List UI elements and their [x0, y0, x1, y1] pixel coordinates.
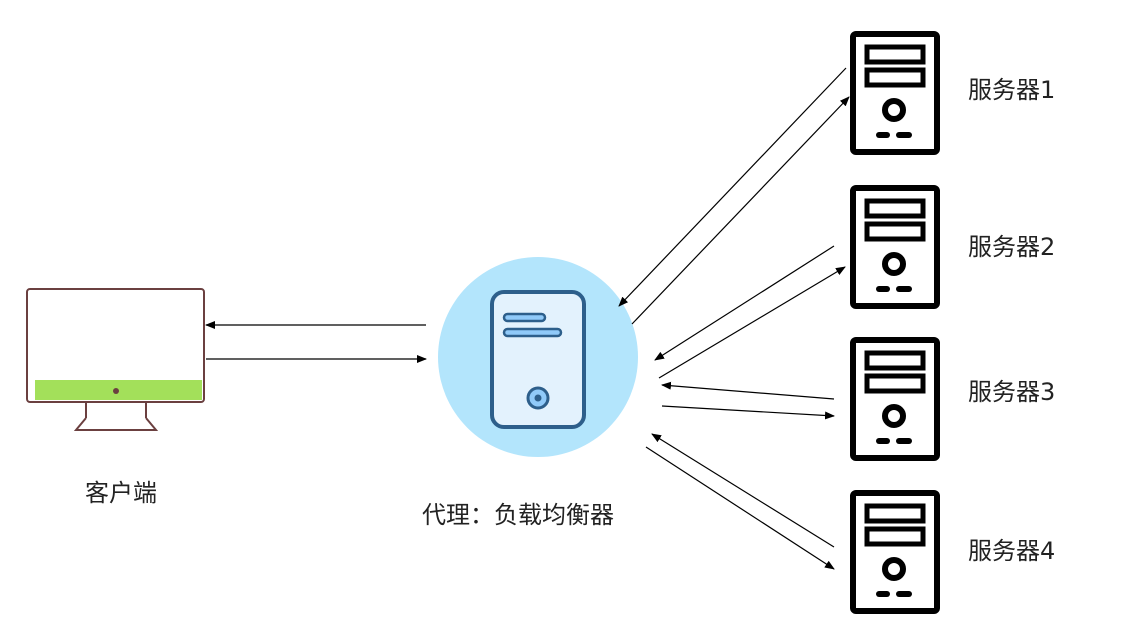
server-1-label: 服务器1	[968, 76, 1056, 104]
client-monitor-icon	[26, 288, 205, 431]
arrow-server4-to-proxy	[651, 433, 835, 548]
server-4-icon	[850, 490, 940, 614]
arrow-server2-to-proxy	[654, 245, 835, 361]
arrow-proxy-to-server2	[658, 266, 846, 379]
server-3-label: 服务器3	[968, 378, 1056, 406]
server-4-label: 服务器4	[968, 537, 1056, 565]
server-1-icon	[850, 31, 940, 155]
arrow-proxy-to-server3	[661, 405, 835, 420]
arrow-proxy-to-server4	[645, 446, 835, 570]
arrow-proxy-to-server1	[631, 96, 850, 325]
server-2-label: 服务器2	[968, 233, 1056, 261]
client-label: 客户端	[85, 479, 157, 507]
arrow-server3-to-proxy	[661, 381, 835, 400]
proxy-label: 代理：负载均衡器	[422, 501, 614, 529]
server-2-icon	[850, 185, 940, 309]
arrow-server1-to-proxy	[618, 67, 847, 307]
server-3-icon	[850, 337, 940, 461]
proxy-server-icon	[438, 257, 638, 457]
